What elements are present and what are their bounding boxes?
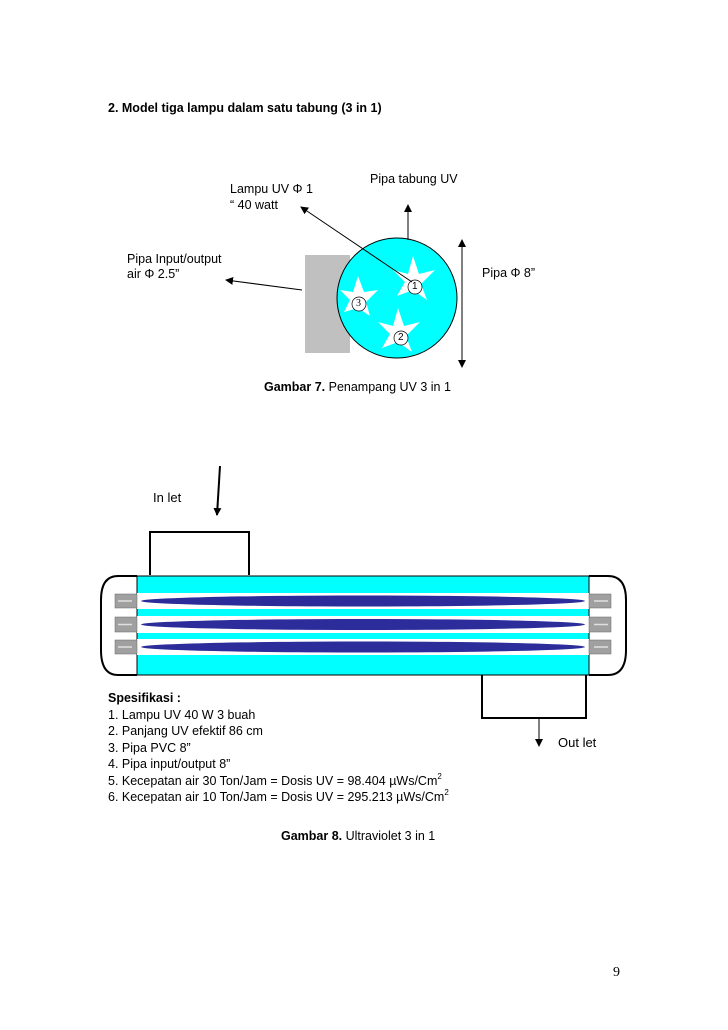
specifications: Spesifikasi : 1. Lampu UV 40 W 3 buah 2.… [108, 690, 449, 806]
uv-lamp-1 [141, 595, 585, 607]
spec-item-6-sup: 2 [444, 788, 449, 797]
figure-7-caption-text: Penampang UV 3 in 1 [325, 380, 451, 394]
spec-item: 6. Kecepatan air 10 Ton/Jam = Dosis UV =… [108, 789, 449, 806]
label-inlet: In let [153, 490, 182, 505]
spec-item-6-text: 6. Kecepatan air 10 Ton/Jam = Dosis UV =… [108, 790, 445, 804]
spec-item: 1. Lampu UV 40 W 3 buah [108, 707, 256, 722]
uv-lamp-2 [141, 619, 585, 630]
label-lamp-watt: “ 40 watt [230, 198, 278, 212]
lamp-circle-2 [393, 330, 409, 346]
lamp-number-3: 3 [356, 298, 361, 309]
figure-8-caption-label: Gambar 8. [281, 829, 343, 843]
spec-item: 4. Pipa input/output 8” [108, 757, 231, 771]
arrow-lamp-label [300, 206, 413, 283]
lamp-number-1: 1 [412, 281, 418, 292]
lamp-circle-1 [407, 279, 423, 295]
label-io-air: air Φ 2.5” [127, 267, 180, 281]
lamp-number-2: 2 [398, 332, 404, 343]
page-number: 9 [613, 965, 620, 980]
lamp-circle-3 [351, 296, 367, 312]
figure-8-caption: Gambar 8. Ultraviolet 3 in 1 [281, 829, 435, 843]
left-end-cap [100, 575, 137, 676]
tube-circle [336, 237, 458, 359]
uv-lamp-3 [141, 641, 585, 653]
lamp-star-3 [340, 276, 378, 316]
figure-7-caption: Gambar 7. Penampang UV 3 in 1 [264, 380, 451, 394]
label-io-pipe: Pipa Input/output [127, 252, 222, 266]
figure-8-caption-text: Ultraviolet 3 in 1 [342, 829, 436, 843]
spec-item: 3. Pipa PVC 8” [108, 740, 191, 755]
spec-item: 5. Kecepatan air 30 Ton/Jam = Dosis UV =… [108, 771, 449, 790]
spec-item-5-text: 5. Kecepatan air 30 Ton/Jam = Dosis UV =… [108, 773, 438, 788]
spec-item: 2. Panjang UV efektif 86 cm [108, 724, 263, 738]
section-title: 2. Model tiga lampu dalam satu tabung (3… [108, 101, 382, 115]
figure-7-caption-label: Gambar 7. [264, 380, 326, 394]
inlet-pipe [149, 531, 250, 575]
label-outlet: Out let [558, 735, 597, 750]
label-pipe-diameter: Pipa Φ 8” [482, 266, 536, 280]
label-tube: Pipa tabung UV [370, 172, 458, 186]
lamp-star-1 [393, 256, 435, 300]
lamp-star-2 [378, 308, 420, 352]
spec-item-5-sup: 2 [437, 771, 442, 781]
label-lamp-uv: Lampu UV Φ 1 [230, 182, 313, 196]
inlet-arrow [213, 465, 222, 516]
outlet-pipe [481, 675, 587, 719]
arrow-io-label [225, 276, 303, 291]
spec-heading: Spesifikasi : [108, 691, 181, 705]
right-end-cap [589, 575, 627, 676]
